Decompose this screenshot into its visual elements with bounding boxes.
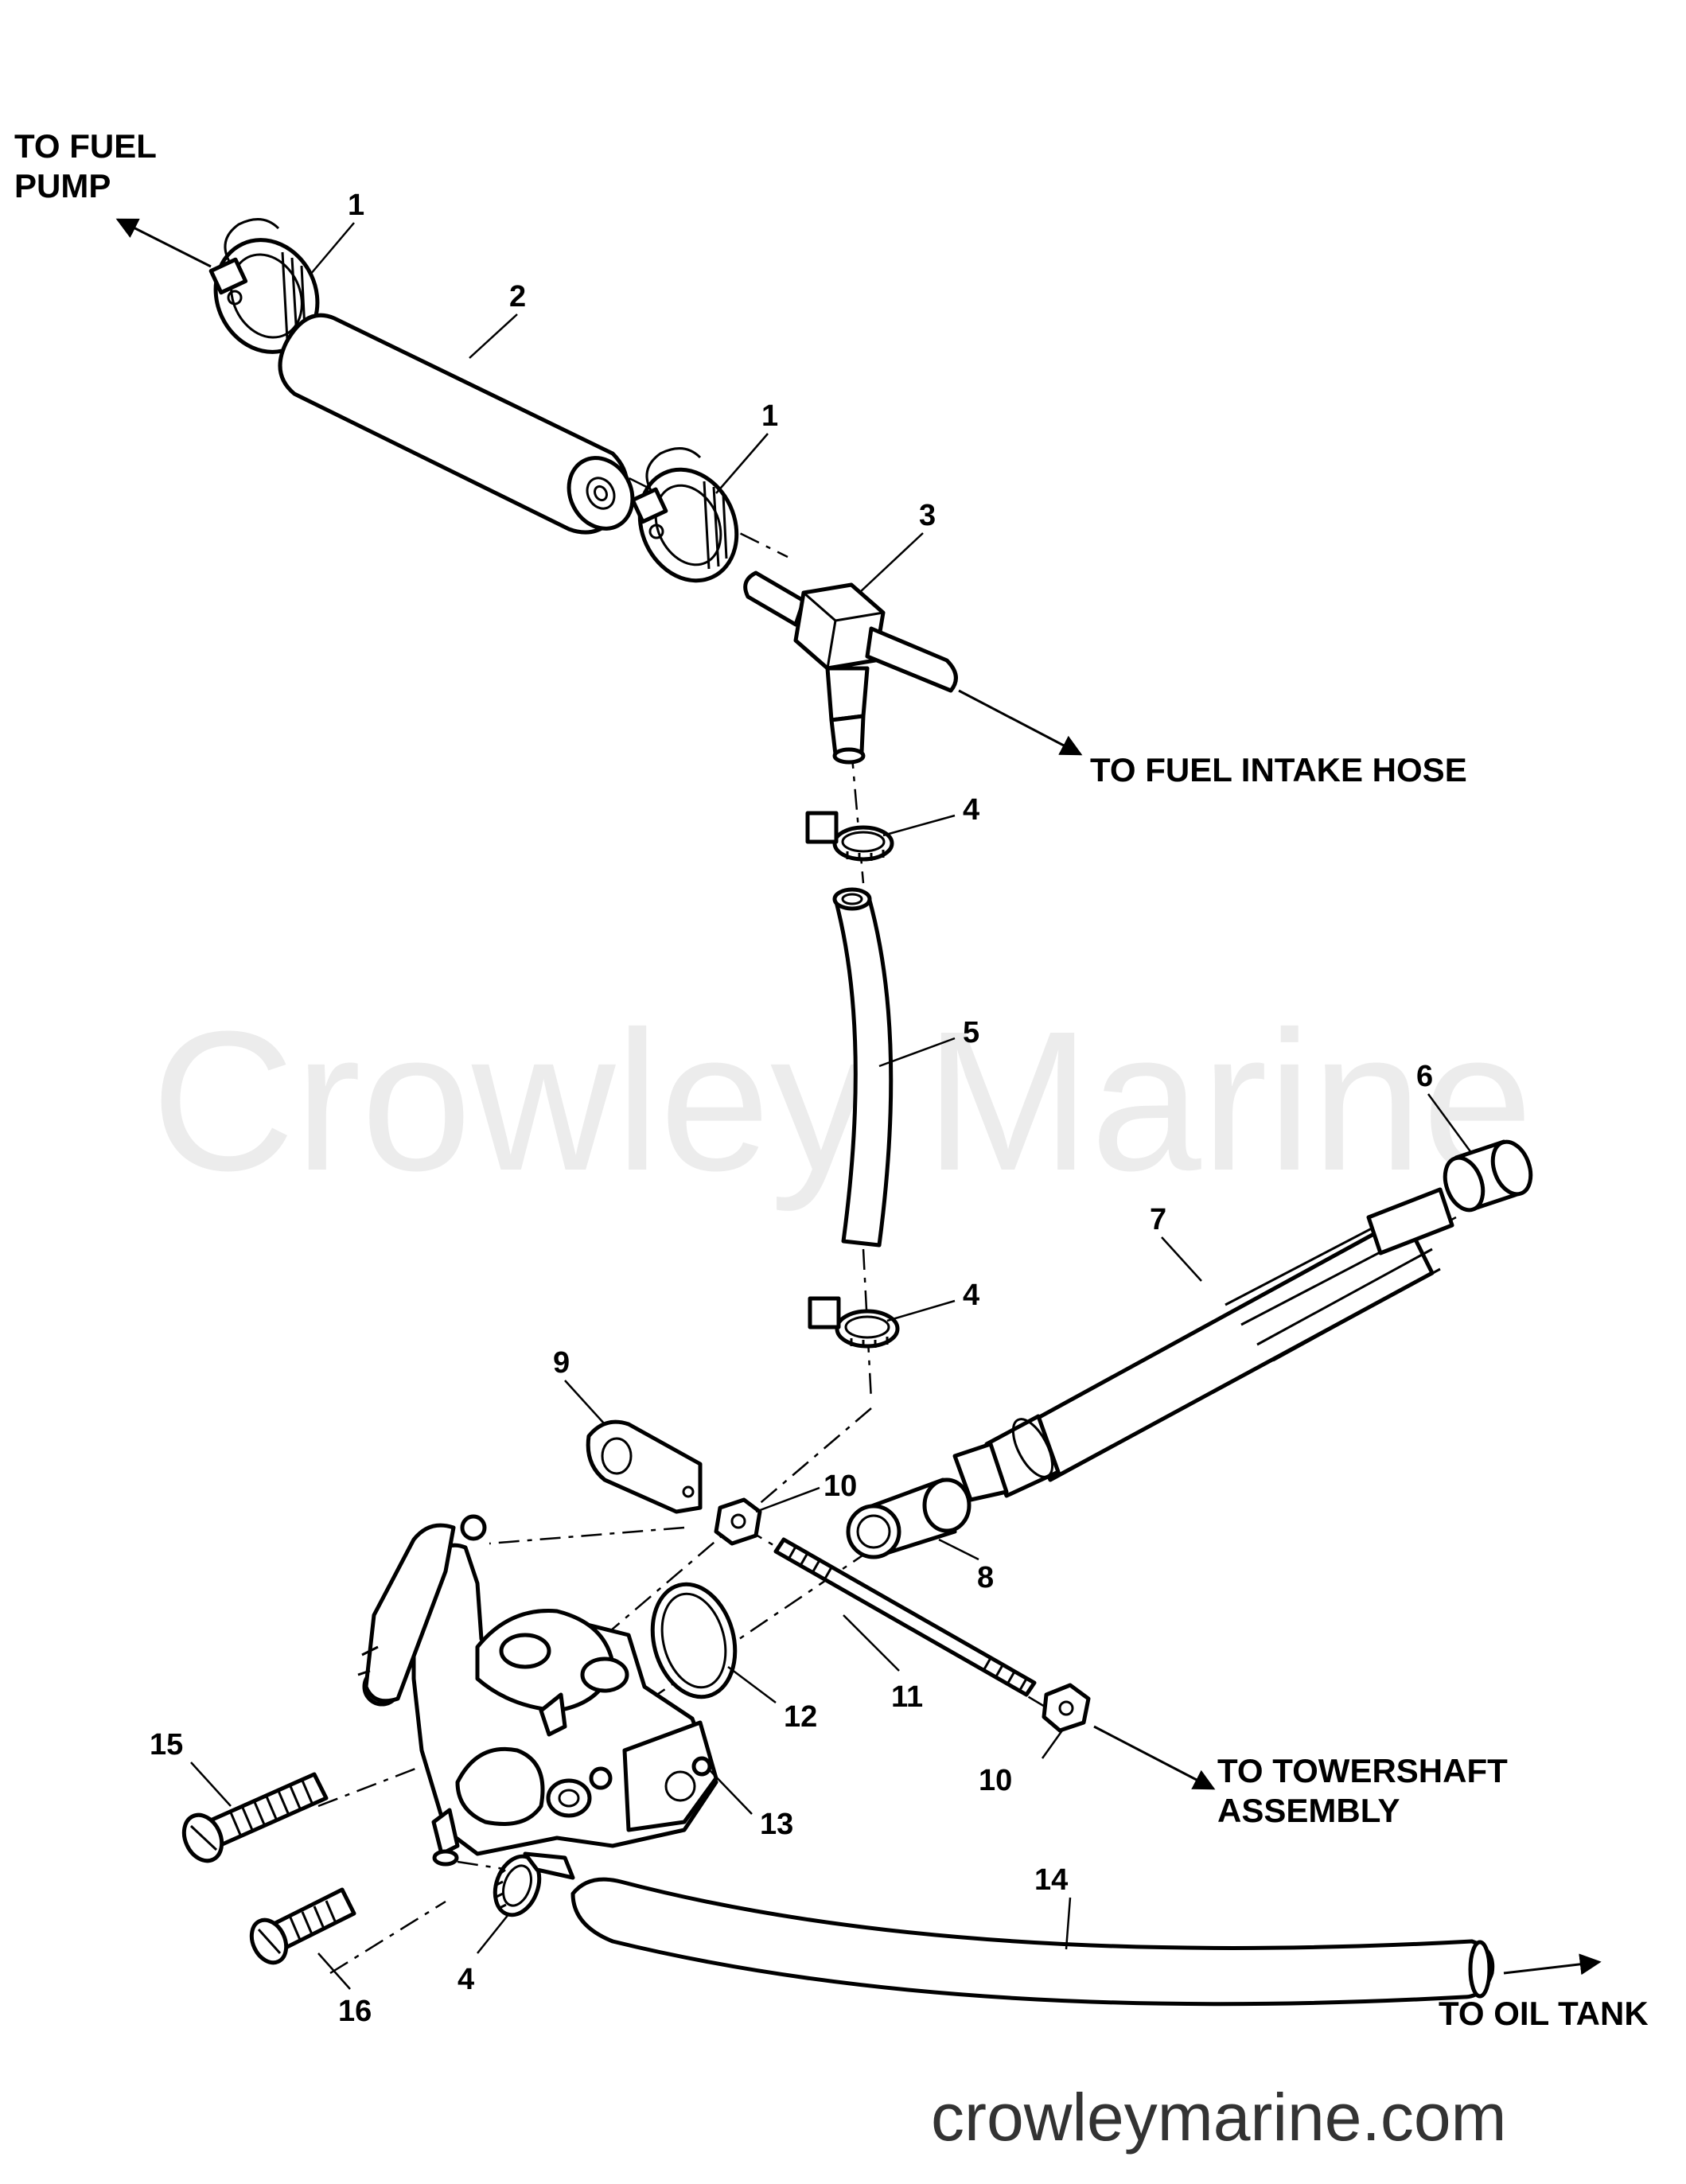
callout-10-upper: 10 (824, 1470, 857, 1503)
callout-1-middle: 1 (761, 399, 778, 433)
label-to-towershaft-line1: TO TOWERSHAFT (1217, 1752, 1508, 1789)
callout-15: 15 (150, 1728, 183, 1762)
o-ring (650, 1582, 738, 1699)
screw-short (249, 1887, 356, 1965)
callout-4-middle: 4 (963, 1279, 979, 1312)
callout-3: 3 (919, 499, 936, 532)
oil-pump-icon (357, 1514, 718, 1867)
bushing-lower (846, 1477, 971, 1559)
callout-13: 13 (760, 1808, 793, 1841)
callout-1-upper: 1 (348, 189, 364, 222)
drive-shaft-icon (952, 1187, 1454, 1502)
callout-10-lower: 10 (979, 1764, 1012, 1797)
destination-labels: TO FUEL PUMP TO FUEL INTAKE HOSE TO TOWE… (14, 127, 1649, 2032)
arrow-to-towershaft (1093, 1725, 1216, 1790)
watermark-text: Crowley Marine (151, 990, 1533, 1212)
control-link (586, 1419, 703, 1514)
callout-numbers: 1 2 1 3 4 5 6 7 4 9 10 8 11 12 10 13 14 … (150, 189, 1433, 2028)
label-to-towershaft-line2: ASSEMBLY (1217, 1792, 1400, 1829)
callout-11: 11 (891, 1680, 923, 1714)
arrow-to-fuel-intake (958, 689, 1083, 756)
hose-clamp-icon (808, 1296, 900, 1349)
callout-5: 5 (963, 1016, 979, 1049)
screw-long (181, 1772, 329, 1863)
oil-hose (570, 1877, 1495, 2007)
label-to-fuel-pump-line1: TO FUEL (14, 127, 157, 165)
arrow-to-fuel-pump (115, 218, 212, 268)
pump-screw (691, 1756, 712, 1777)
label-to-fuel-pump-line2: PUMP (14, 167, 111, 204)
arrow-to-oil-tank (1503, 1953, 1602, 1976)
bushing-top (1443, 1139, 1533, 1213)
callout-7: 7 (1150, 1203, 1166, 1236)
callout-4-upper: 4 (963, 793, 979, 827)
callout-16: 16 (338, 1995, 372, 2028)
label-to-fuel-intake-hose: TO FUEL INTAKE HOSE (1090, 751, 1467, 788)
callout-12: 12 (784, 1700, 817, 1734)
site-url: crowleymarine.com (931, 2080, 1507, 2155)
callout-4-lower: 4 (458, 1963, 474, 1996)
hose-clamp-icon (630, 447, 739, 583)
callout-2: 2 (509, 280, 526, 313)
nut-lower (1042, 1683, 1091, 1733)
hose-clamp-icon (805, 811, 894, 862)
callout-14: 14 (1034, 1863, 1068, 1897)
nut-upper (714, 1497, 762, 1546)
callout-6: 6 (1416, 1060, 1433, 1093)
hose-clamp-icon (208, 218, 320, 354)
vent-hose (832, 887, 894, 1248)
fuel-hose (278, 313, 635, 535)
hose-clamp-icon (493, 1851, 575, 1917)
callout-8: 8 (977, 1561, 994, 1594)
callout-9: 9 (553, 1346, 570, 1380)
threaded-stud (773, 1537, 1037, 1697)
tee-fitting-icon (743, 570, 958, 765)
callout-leaders (190, 222, 1474, 1990)
label-to-oil-tank: TO OIL TANK (1439, 1995, 1649, 2032)
